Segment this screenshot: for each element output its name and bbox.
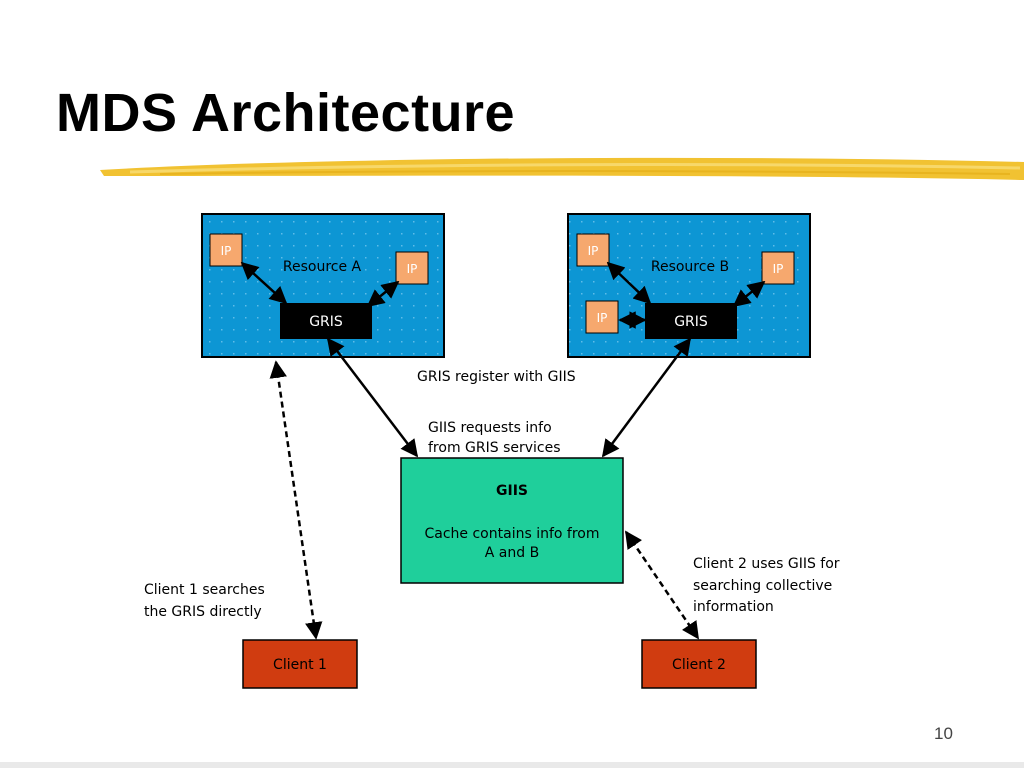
giis-requests-note-line-2: from GRIS services: [428, 440, 561, 456]
client-2-label: Client 2: [672, 657, 726, 673]
svg-text:IP: IP: [407, 262, 418, 276]
svg-text:IP: IP: [221, 244, 232, 258]
resource-a-label: Resource A: [283, 259, 362, 275]
arrow-client1-gris-a: [269, 360, 323, 640]
resource-b-gris: GRIS: [645, 303, 737, 339]
resource-b-ip-3: IP: [585, 300, 619, 334]
client2-note-line-1: Client 2 uses GIIS for: [693, 556, 840, 572]
client-2-box: Client 2: [641, 639, 757, 689]
arrow-ip2-gris-a: [366, 280, 400, 308]
resource-b-ip-1: IP: [576, 233, 610, 267]
resource-b-label: Resource B: [651, 259, 729, 275]
page-number: 10: [934, 724, 953, 743]
client2-note-line-3: information: [693, 599, 774, 615]
svg-text:GRIS: GRIS: [674, 314, 708, 330]
giis-title: GIIS: [496, 483, 528, 499]
client-1-box: Client 1: [242, 639, 358, 689]
svg-text:GRIS: GRIS: [309, 314, 343, 330]
svg-text:IP: IP: [773, 262, 784, 276]
slide-title: MDS Architecture: [56, 83, 516, 143]
title-underline-stroke: [100, 157, 1024, 180]
svg-text:IP: IP: [588, 244, 599, 258]
arrow-client2-giis: [624, 530, 700, 640]
resource-a-ip-2: IP: [395, 251, 429, 285]
client-1-label: Client 1: [273, 657, 327, 673]
giis-desc-line-2: A and B: [485, 545, 539, 561]
resource-b-ip-2: IP: [761, 251, 795, 285]
resource-a-ip-1: IP: [209, 233, 243, 267]
resource-a-gris: GRIS: [280, 303, 372, 339]
client2-note-line-2: searching collective: [693, 578, 832, 594]
arrow-ip1-gris-b: [606, 261, 652, 305]
bottom-bar: [0, 762, 1024, 768]
arrow-ip2-gris-b: [732, 280, 766, 308]
arrow-gris-b-giis: [601, 337, 692, 458]
giis-desc-line-1: Cache contains info from: [425, 526, 600, 542]
arrow-ip1-gris-a: [240, 261, 288, 305]
client1-note-line-2: the GRIS directly: [144, 604, 262, 620]
client1-note-line-1: Client 1 searches: [144, 582, 265, 598]
giis-requests-note-line-1: GIIS requests info: [428, 420, 552, 436]
giis-box: GIIS Cache contains info from A and B: [400, 457, 624, 584]
arrow-gris-a-giis: [326, 337, 419, 458]
gris-register-note: GRIS register with GIIS: [417, 369, 576, 385]
svg-text:IP: IP: [597, 311, 608, 325]
